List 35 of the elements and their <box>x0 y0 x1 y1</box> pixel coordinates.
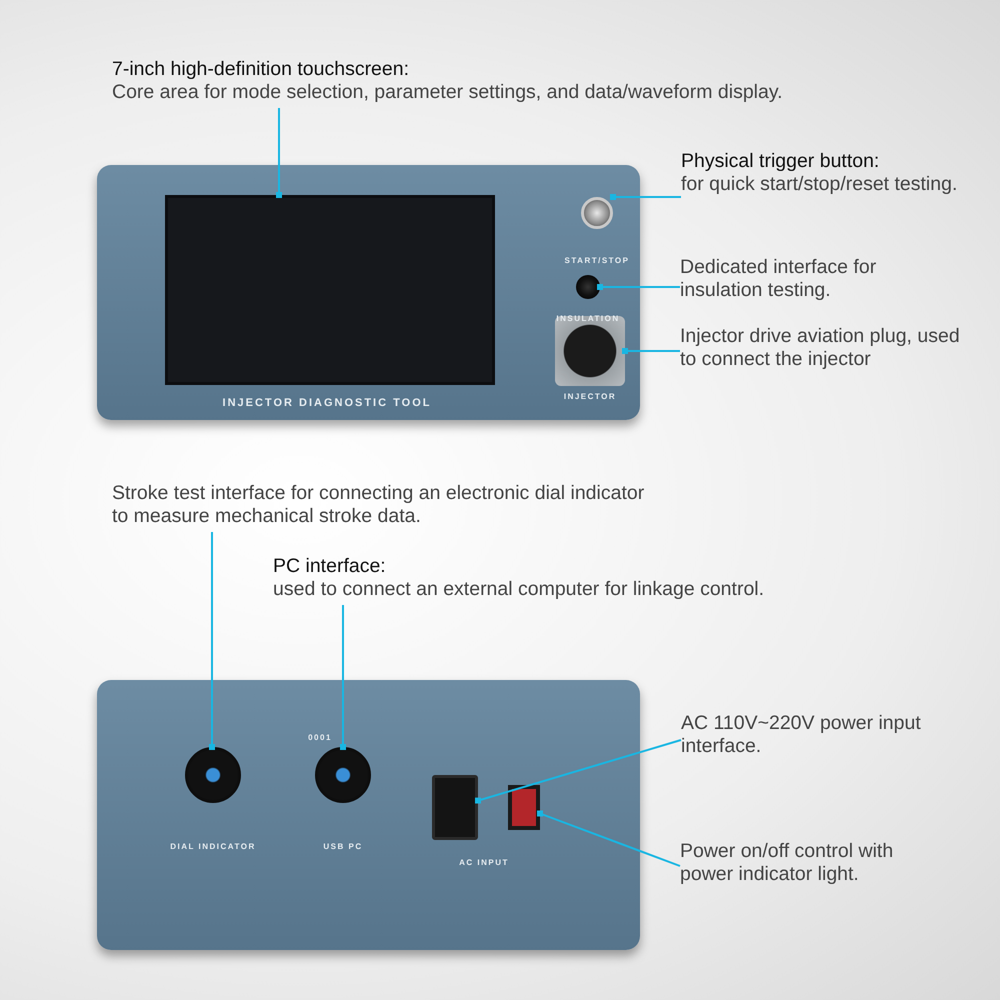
front-panel-housing <box>97 165 640 420</box>
callout-heading: PC interface: <box>273 555 387 578</box>
leader-line <box>622 348 680 354</box>
trigger-button <box>581 197 613 229</box>
callout-heading: Physical trigger button: <box>681 150 880 173</box>
callout-text: for quick start/stop/reset testing. <box>681 173 958 196</box>
port-label: INSULATION <box>556 314 620 323</box>
callout-heading: 7-inch high-definition touchscreen: <box>112 58 410 81</box>
power-inlet-socket <box>432 775 478 840</box>
callout-text: Dedicated interface for insulation testing. <box>680 256 878 302</box>
leader-line <box>475 739 682 804</box>
power-switch <box>508 785 540 830</box>
leader-line <box>610 194 681 200</box>
port-label: USB PC <box>323 842 363 851</box>
leader-line <box>209 532 215 750</box>
callout-text: AC 110V~220V power input interface. <box>681 712 922 758</box>
callout-text: Injector drive aviation plug, used to connect the injector <box>680 325 961 371</box>
callout-text: Stroke test interface for connecting an electronic dial indicator to measure mechanical stroke data. <box>112 482 646 528</box>
callout-text: used to connect an external computer for linkage control. <box>273 578 766 601</box>
serial-number: 0001 <box>308 733 332 742</box>
rear-panel-housing <box>97 680 640 950</box>
front-panel-title: INJECTOR DIAGNOSTIC TOOL <box>222 397 432 409</box>
aviation-plug <box>555 316 625 386</box>
leader-line <box>340 605 346 750</box>
callout-text: Core area for mode selection, parameter settings, and data/waveform display. <box>112 81 784 104</box>
touchscreen <box>165 195 495 385</box>
callout-text: Power on/off control with power indicator light. <box>680 840 894 886</box>
port-label: DIAL INDICATOR <box>170 842 256 851</box>
port-label: AC INPUT <box>459 858 509 867</box>
insulation-jack <box>576 275 600 299</box>
leader-line <box>597 284 680 290</box>
leader-line <box>276 108 282 198</box>
button-label: START/STOP <box>564 256 630 265</box>
leader-line <box>537 810 680 867</box>
port-label: INJECTOR <box>564 392 616 401</box>
